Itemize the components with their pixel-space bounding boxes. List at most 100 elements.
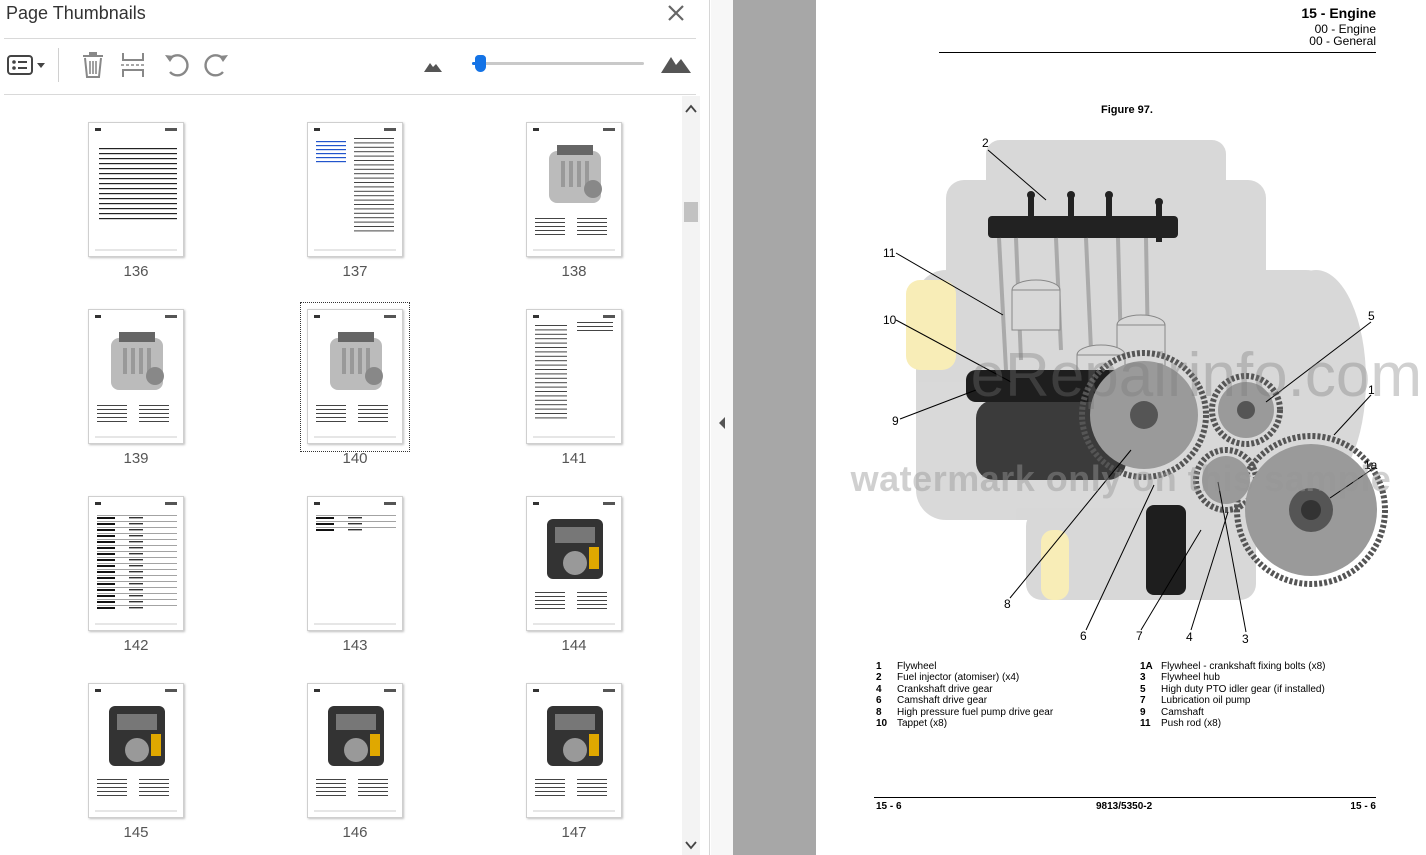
zoom-slider-track[interactable]	[472, 62, 644, 65]
thumbnail-page-number: 140	[342, 450, 368, 467]
panel-splitter[interactable]	[711, 0, 733, 855]
legend-number: 8	[876, 706, 882, 718]
legend-number: 6	[876, 695, 882, 707]
rotate-counterclockwise-icon	[165, 54, 189, 77]
panel-header: Page Thumbnails	[0, 0, 710, 36]
close-icon	[668, 5, 684, 21]
thumbnail-toolbar	[0, 40, 710, 92]
chevron-left-icon	[719, 417, 725, 429]
legend-number: 5	[1140, 683, 1146, 695]
legend-number: 1	[876, 661, 882, 672]
zoom-out-button[interactable]	[423, 56, 443, 86]
legend-number: 4	[876, 683, 882, 695]
legend-number: 1A	[1140, 661, 1153, 672]
collapse-panel-button[interactable]	[717, 416, 727, 430]
header-title: 15 - Engine	[1301, 5, 1376, 21]
legend-text: High pressure fuel pump drive gear	[897, 706, 1054, 718]
thumbnail-page-number: 146	[342, 824, 368, 841]
delete-pages-button[interactable]	[79, 50, 107, 80]
trash-icon	[83, 52, 103, 78]
page-thumbnail[interactable]: 138	[495, 96, 635, 280]
header-subtitle: 00 - Engine	[1314, 22, 1376, 36]
legend-text: Fuel injector (atomiser) (x4)	[897, 672, 1020, 684]
page-thumbnail[interactable]: 143	[276, 470, 416, 654]
thumbnail-page-image	[307, 309, 403, 444]
legend-text: Flywheel	[897, 661, 937, 672]
thumbnail-page-image	[526, 496, 622, 631]
legend-text: Lubrication oil pump	[1161, 695, 1251, 707]
legend-number: 10	[876, 718, 888, 729]
thumbnail-page-image	[307, 496, 403, 631]
toolbar-divider	[58, 48, 59, 82]
footer-document-number: 9813/5350-2	[1096, 801, 1153, 812]
thumbnail-page-number: 139	[123, 450, 149, 467]
thumbnail-page-number: 137	[342, 263, 368, 280]
callout-7: 7	[1136, 629, 1143, 643]
zoom-in-button[interactable]	[660, 52, 692, 82]
scrollbar-thumb[interactable]	[684, 202, 698, 222]
page-thumbnail[interactable]: 144	[495, 470, 635, 654]
engine-illustration: 2 11 10 9 8 6 7 4 3 5 1 1a	[883, 136, 1388, 646]
close-panel-button[interactable]	[664, 1, 688, 25]
callout-8: 8	[1004, 597, 1011, 611]
callout-1: 1	[1368, 383, 1375, 397]
page-thumbnail[interactable]: 145	[57, 657, 197, 841]
thumbnail-page-image	[526, 683, 622, 818]
callout-3: 3	[1242, 632, 1249, 646]
panel-title: Page Thumbnails	[6, 3, 146, 23]
thumbnail-page-number: 145	[123, 824, 149, 841]
footer-page-left: 15 - 6	[876, 801, 902, 812]
legend-number: 11	[1140, 718, 1151, 729]
thumbnail-page-image	[526, 309, 622, 444]
document-background	[733, 0, 816, 855]
thumbnail-page-image	[88, 683, 184, 818]
page-thumbnail[interactable]: 139	[57, 283, 197, 467]
figure-label: Figure 97.	[1101, 104, 1153, 116]
page-thumbnail[interactable]: 146	[276, 657, 416, 841]
watermark-sub: watermark only on this sample	[850, 458, 1392, 499]
legend-text: Crankshaft drive gear	[897, 683, 993, 695]
legend-text: Push rod (x8)	[1161, 718, 1222, 729]
page-thumbnail[interactable]: 136	[57, 96, 197, 280]
page-thumbnails-panel: Page Thumbnails	[0, 0, 710, 855]
thumbnail-options-button[interactable]	[6, 50, 48, 80]
thumbnail-scrollbar[interactable]	[682, 96, 700, 855]
page-thumbnail[interactable]: 147	[495, 657, 635, 841]
page-thumbnail[interactable]: 140	[276, 283, 416, 467]
insert-pages-button[interactable]	[119, 50, 147, 80]
list-options-icon	[7, 55, 45, 75]
thumbnail-page-number: 147	[561, 824, 587, 841]
legend-text: Camshaft	[1161, 706, 1204, 718]
callout-2: 2	[982, 136, 989, 150]
small-mountain-icon	[424, 63, 442, 72]
thumbnail-page-number: 144	[561, 637, 587, 654]
scroll-up-button[interactable]	[682, 100, 700, 118]
scroll-down-button[interactable]	[682, 836, 700, 854]
callout-11: 11	[883, 246, 896, 260]
large-mountain-icon	[661, 57, 691, 73]
page-thumbnail[interactable]: 142	[57, 470, 197, 654]
callout-9: 9	[892, 414, 899, 428]
thumbnail-page-number: 141	[561, 450, 587, 467]
thumbnail-page-number: 143	[342, 637, 368, 654]
legend-number: 9	[1140, 706, 1146, 718]
legend-text: Flywheel - crankshaft fixing bolts (x8)	[1161, 661, 1326, 672]
legend-text: Camshaft drive gear	[897, 695, 988, 707]
selected-thumbnail-frame	[300, 302, 410, 452]
zoom-slider-handle[interactable]	[475, 55, 487, 72]
callout-4: 4	[1186, 630, 1193, 644]
zoom-slider-fill	[472, 62, 478, 65]
footer-rule	[874, 797, 1376, 798]
page-thumbnail[interactable]: 141	[495, 283, 635, 467]
callout-5: 5	[1368, 309, 1375, 323]
legend-text: Tappet (x8)	[897, 718, 948, 729]
rotate-clockwise-icon	[204, 54, 228, 77]
callout-1a: 1a	[1364, 458, 1378, 472]
page-thumbnail[interactable]: 137	[276, 96, 416, 280]
insert-pages-icon	[121, 53, 145, 77]
thumbnail-page-image	[307, 122, 403, 257]
rotate-counterclockwise-button[interactable]	[162, 50, 190, 80]
legend-text: Flywheel hub	[1161, 672, 1220, 684]
document-page: 15 - Engine 00 - Engine 00 - General Fig…	[816, 0, 1426, 855]
rotate-clockwise-button[interactable]	[203, 50, 231, 80]
